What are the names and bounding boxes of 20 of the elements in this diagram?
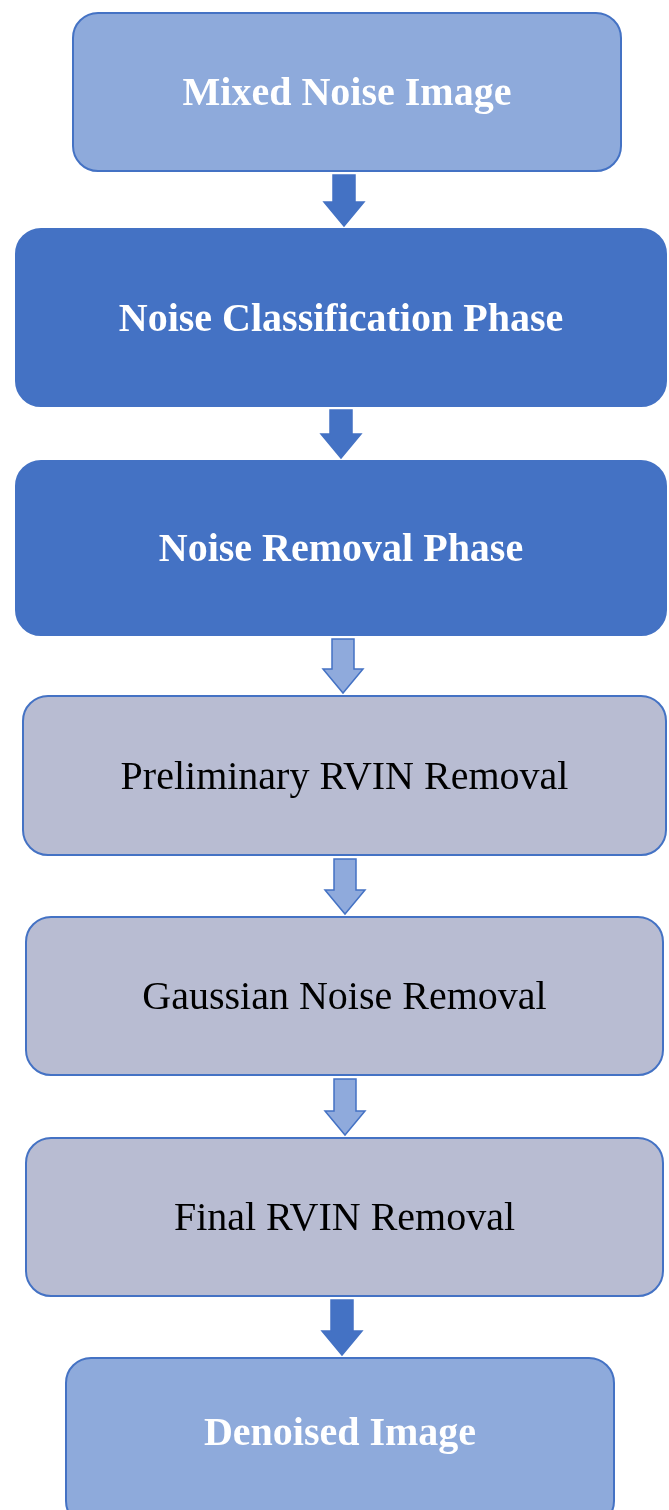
block-arrow bbox=[319, 409, 363, 460]
process-box bbox=[65, 1357, 615, 1510]
box-label: Preliminary RVIN Removal bbox=[120, 752, 569, 799]
process-box bbox=[25, 1137, 664, 1297]
process-box bbox=[25, 916, 664, 1076]
block-arrow bbox=[320, 1299, 364, 1357]
process-box bbox=[22, 695, 667, 856]
box-label: Mixed Noise Image bbox=[182, 69, 512, 115]
process-box bbox=[15, 460, 667, 636]
block-arrow bbox=[321, 638, 365, 695]
box-label: Noise Classification Phase bbox=[118, 294, 564, 341]
box-label: Noise Removal Phase bbox=[158, 525, 524, 571]
process-box bbox=[15, 228, 667, 407]
process-box bbox=[72, 12, 622, 172]
box-label: Denoised Image bbox=[203, 1409, 477, 1455]
block-arrow bbox=[323, 1078, 367, 1137]
block-arrow bbox=[323, 858, 367, 916]
box-label: Final RVIN Removal bbox=[173, 1194, 516, 1240]
block-arrow bbox=[322, 174, 366, 228]
box-label: Gaussian Noise Removal bbox=[142, 973, 547, 1019]
